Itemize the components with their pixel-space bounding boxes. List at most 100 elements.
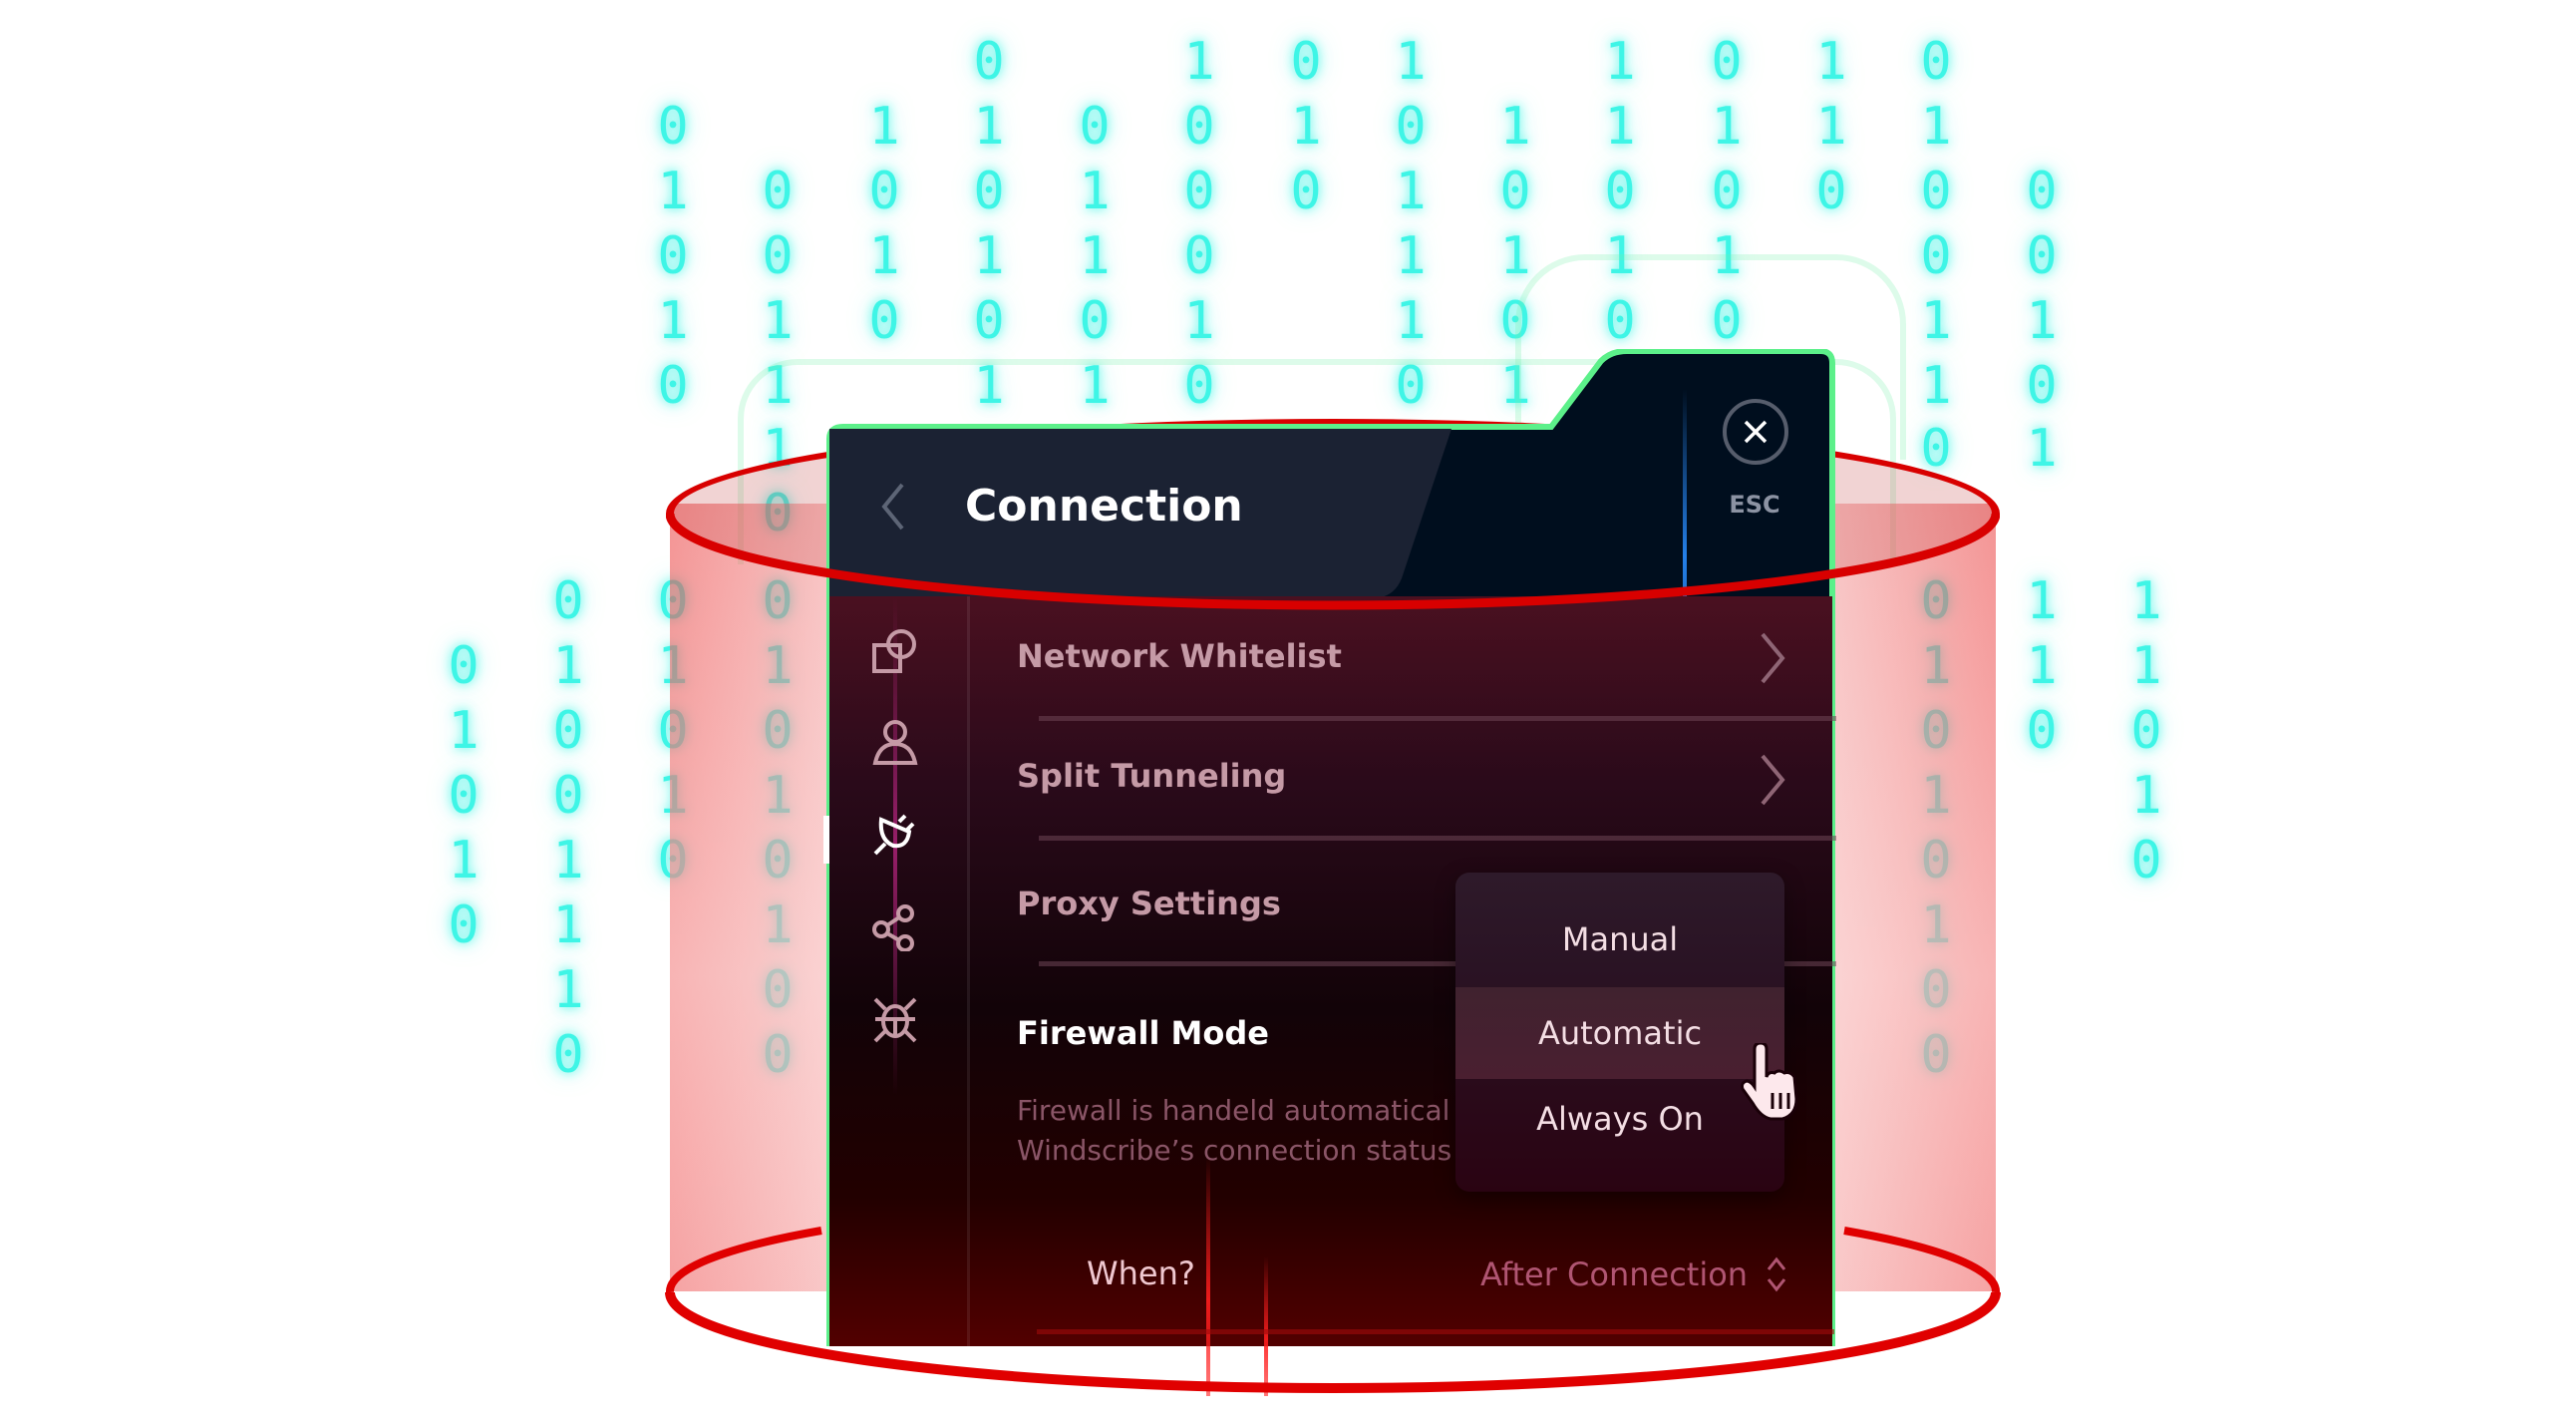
binary-digit: 0 [1395, 97, 1427, 157]
binary-digit: 0 [2130, 831, 2162, 891]
binary-digit: 0 [973, 162, 1005, 221]
sidebar-item-share[interactable] [869, 901, 921, 953]
firewall-mode-row[interactable]: Firewall Mode [1017, 1014, 1269, 1052]
binary-digit: 0 [448, 895, 480, 955]
hand-pointer-cursor-icon [1741, 1043, 1798, 1121]
binary-digit: 1 [973, 356, 1005, 416]
binary-digit: 1 [552, 960, 584, 1020]
binary-digit: 0 [868, 291, 900, 351]
binary-digit: 1 [552, 636, 584, 696]
proxy-settings-row[interactable]: Proxy Settings [1017, 885, 1281, 922]
binary-digit: 0 [448, 766, 480, 826]
binary-digit: 0 [657, 226, 689, 286]
binary-digit: 1 [2130, 766, 2162, 826]
binary-digit: 0 [762, 162, 794, 221]
when-select[interactable]: After Connection [1480, 1254, 1787, 1294]
binary-digit: 1 [448, 831, 480, 891]
dropdown-option-automatic[interactable]: Automatic [1455, 987, 1784, 1079]
binary-digit: 1 [552, 895, 584, 955]
binary-digit: 1 [1079, 162, 1111, 221]
binary-digit: 1 [2026, 571, 2058, 631]
binary-digit: 1 [2026, 636, 2058, 696]
binary-digit: 1 [2026, 291, 2058, 351]
binary-digit: 0 [552, 1025, 584, 1085]
sidebar-divider [967, 596, 970, 1346]
binary-digit: 0 [1183, 356, 1215, 416]
glow-outline [1515, 254, 1906, 460]
binary-digit: 0 [1290, 32, 1322, 92]
close-button[interactable] [1723, 399, 1788, 465]
binary-digit: 0 [2026, 701, 2058, 761]
binary-digit: 1 [1711, 226, 1743, 286]
when-label: When? [1087, 1254, 1195, 1292]
binary-digit: 0 [1183, 97, 1215, 157]
binary-digit: 0 [1920, 419, 1952, 479]
binary-digit: 0 [1290, 162, 1322, 221]
binary-digit: 1 [552, 831, 584, 891]
chevron-right-icon[interactable] [1753, 750, 1792, 810]
binary-digit: 0 [1499, 162, 1531, 221]
binary-digit: 1 [1499, 226, 1531, 286]
binary-digit: 1 [1079, 356, 1111, 416]
binary-digit: 0 [2026, 226, 2058, 286]
binary-digit: 1 [973, 97, 1005, 157]
binary-digit: 1 [1395, 226, 1427, 286]
binary-digit: 1 [1815, 97, 1847, 157]
network-whitelist-row[interactable]: Network Whitelist [1017, 637, 1342, 675]
binary-digit: 1 [1079, 226, 1111, 286]
binary-digit: 0 [1920, 226, 1952, 286]
header-slant [1342, 429, 1451, 598]
binary-digit: 1 [1920, 291, 1952, 351]
binary-digit: 0 [1183, 226, 1215, 286]
binary-digit: 1 [762, 291, 794, 351]
cylinder-top-rim-front [666, 513, 2000, 610]
share-icon [872, 904, 914, 951]
binary-digit: 1 [1290, 97, 1322, 157]
back-button[interactable] [873, 477, 913, 536]
when-select-value: After Connection [1480, 1255, 1749, 1293]
divider [1037, 1329, 1834, 1334]
binary-digit: 0 [657, 356, 689, 416]
binary-digit: 1 [973, 226, 1005, 286]
dropdown-option-manual[interactable]: Manual [1561, 920, 1679, 958]
plug-icon [873, 814, 915, 856]
split-tunneling-row[interactable]: Split Tunneling [1017, 757, 1287, 795]
binary-digit: 0 [1079, 97, 1111, 157]
binary-digit: 1 [2130, 636, 2162, 696]
binary-digit: 1 [1183, 32, 1215, 92]
firewall-mode-dropdown: Manual Automatic Always On [1455, 873, 1784, 1192]
binary-digit: 0 [2026, 356, 2058, 416]
binary-digit: 1 [1604, 226, 1636, 286]
binary-digit: 1 [1395, 162, 1427, 221]
dropdown-option-always-on[interactable]: Always On [1536, 1100, 1704, 1138]
user-icon [872, 720, 918, 765]
binary-digit: 1 [868, 97, 900, 157]
binary-digit: 1 [1815, 32, 1847, 92]
binary-digit: 0 [448, 636, 480, 696]
binary-digit: 1 [1499, 97, 1531, 157]
binary-digit: 1 [1920, 356, 1952, 416]
updown-chevron-icon [1767, 1256, 1786, 1292]
chevron-right-icon[interactable] [1753, 628, 1792, 688]
binary-digit: 1 [657, 291, 689, 351]
binary-digit: 0 [1711, 291, 1743, 351]
binary-digit: 0 [1815, 162, 1847, 221]
sidebar-active-indicator [823, 816, 829, 864]
binary-digit: 0 [552, 701, 584, 761]
shapes-icon [872, 629, 916, 673]
binary-digit: 0 [762, 226, 794, 286]
sidebar-item-account[interactable] [869, 716, 921, 768]
binary-digit: 0 [552, 766, 584, 826]
binary-digit: 0 [552, 571, 584, 631]
binary-digit: 0 [1711, 162, 1743, 221]
binary-digit: 0 [1183, 162, 1215, 221]
binary-digit: 0 [657, 97, 689, 157]
binary-digit: 1 [1183, 291, 1215, 351]
sidebar-item-debug[interactable] [869, 993, 921, 1045]
bug-icon [873, 997, 917, 1043]
binary-digit: 0 [973, 291, 1005, 351]
sidebar-item-general[interactable] [869, 626, 921, 678]
sidebar [823, 596, 973, 1346]
sidebar-item-connection[interactable] [869, 808, 921, 860]
binary-digit: 0 [1711, 32, 1743, 92]
